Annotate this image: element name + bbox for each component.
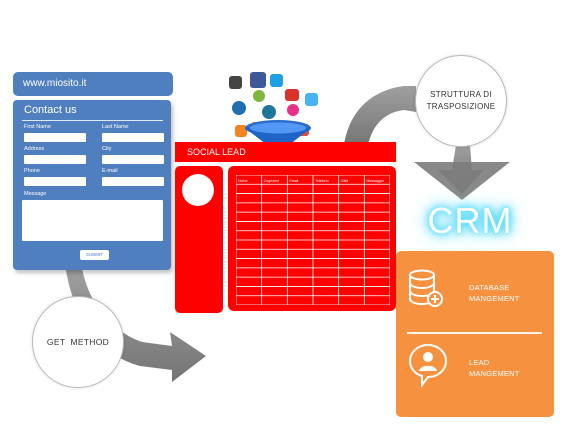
address-input[interactable] xyxy=(24,155,86,164)
form-divider xyxy=(22,120,163,121)
database-label-line2: MANGEMENT xyxy=(469,294,520,303)
database-icon xyxy=(409,269,443,307)
table-column-header: Città xyxy=(341,179,348,183)
first-name-label: First Name xyxy=(24,124,51,130)
structure-label-line2: TRASPOSIZIONE xyxy=(426,102,496,111)
email-label: E-mail xyxy=(102,168,118,174)
social-lead-avatar xyxy=(182,174,214,206)
crm-title: CRM xyxy=(427,200,513,241)
contact-form: Contact us First Name Last Name Address … xyxy=(13,100,171,270)
flickr-icon xyxy=(287,104,299,116)
social-funnel xyxy=(229,72,318,152)
submit-button[interactable]: SUBMIT xyxy=(80,250,109,260)
table-column-header: Email xyxy=(289,179,298,183)
first-name-input[interactable] xyxy=(24,133,86,142)
skype-icon xyxy=(270,74,283,87)
message-label: Message xyxy=(24,191,47,197)
form-title: Contact us xyxy=(24,104,77,116)
arrow-social-to-structure xyxy=(344,86,416,146)
linkedin-icon xyxy=(232,101,246,115)
message-textarea[interactable] xyxy=(22,200,163,241)
address-label: Address xyxy=(24,146,45,152)
delicious-icon xyxy=(253,90,265,102)
site-url-bar[interactable]: www.miosito.it xyxy=(13,72,173,96)
last-name-label: Last Name xyxy=(102,124,129,130)
table-column-header: Cognome xyxy=(264,179,280,183)
lead-label-line1: LEAD xyxy=(469,358,490,367)
arrow-form-to-social xyxy=(66,268,206,382)
twitter-icon xyxy=(305,93,318,106)
city-input[interactable] xyxy=(102,155,164,164)
city-label: City xyxy=(102,146,112,152)
table-column-header: Telefono xyxy=(315,179,329,183)
last-name-input[interactable] xyxy=(102,133,164,142)
wordpress-icon xyxy=(262,105,276,119)
social-lead-header: SOCIAL LEAD xyxy=(175,142,396,162)
arrow-structure-to-crm-head xyxy=(414,162,510,200)
crm-divider xyxy=(407,332,542,334)
youtube-icon xyxy=(285,89,299,101)
myspace-icon xyxy=(229,76,242,89)
structure-circle: STRUTTURA DI TRASPOSIZIONE xyxy=(415,55,507,147)
facebook-icon xyxy=(250,72,266,88)
funnel-shape xyxy=(245,120,311,152)
get-method-circle: GET METHOD xyxy=(32,296,124,388)
rss-icon xyxy=(235,125,247,137)
lead-label-line2: MANGEMENT xyxy=(469,369,520,378)
structure-label-line1: STRUTTURA DI xyxy=(430,90,492,99)
table-column-header: Messaggio xyxy=(366,179,383,183)
get-method-label: GET METHOD xyxy=(46,337,110,347)
table-column-header: Nome xyxy=(238,179,248,183)
crm-panel: DATABASE MANGEMENT LEAD MANGEMENT xyxy=(396,251,554,417)
lead-person-icon xyxy=(408,343,448,387)
phone-input[interactable] xyxy=(24,177,86,186)
email-input[interactable] xyxy=(102,177,164,186)
phone-label: Phone xyxy=(24,168,40,174)
social-lead-table: Nome Cognome Email Telefono Città Messaggio xyxy=(236,175,390,305)
database-label-line1: DATABASE xyxy=(469,283,510,292)
